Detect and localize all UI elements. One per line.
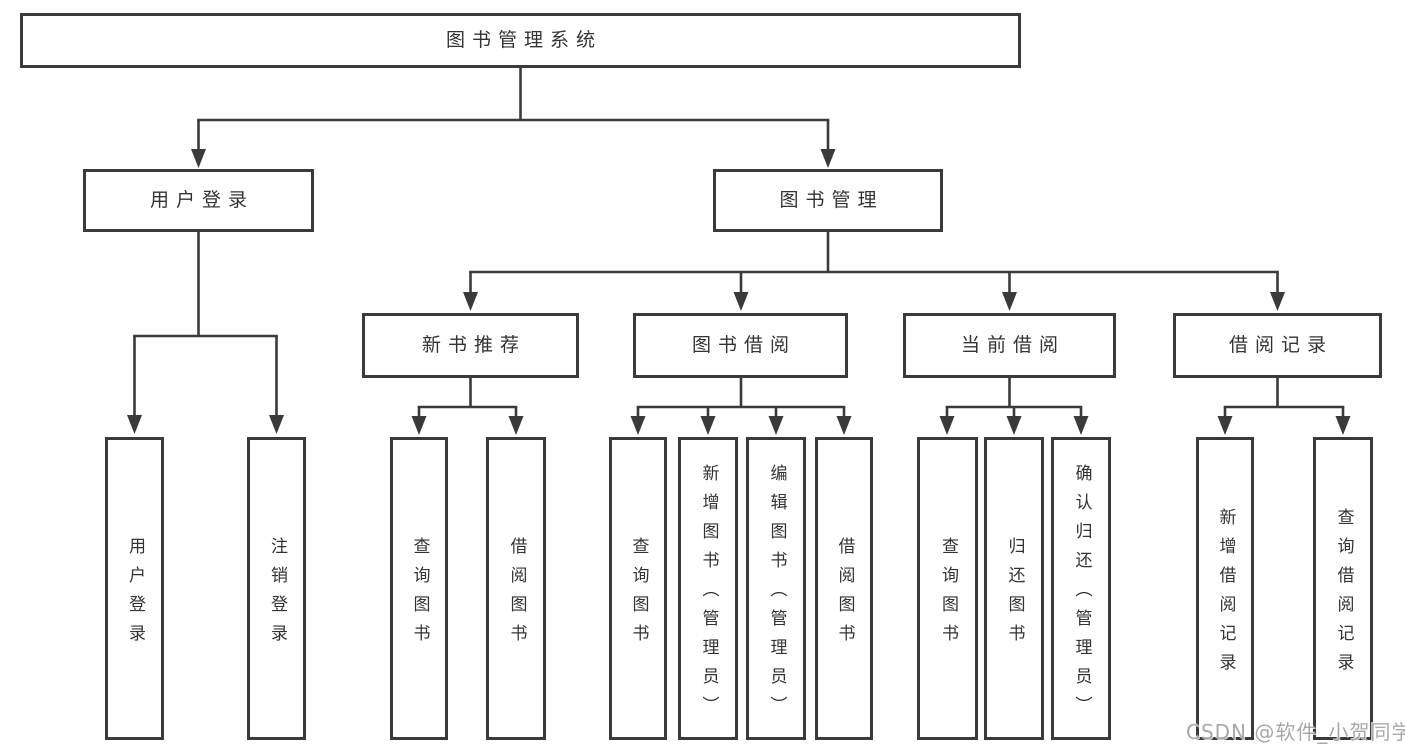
leaf-confirm-return-admin: 确认归还（管理员） bbox=[1051, 437, 1111, 740]
leaf-user-login: 用户登录 bbox=[105, 437, 164, 740]
leaf-query-books-recommend: 查询图书 bbox=[390, 437, 448, 740]
node-book-borrowing: 图书借阅 bbox=[633, 313, 848, 378]
watermark: CSDN @软件_小贺同学 bbox=[1186, 720, 1405, 744]
leaf-return-books: 归还图书 bbox=[984, 437, 1044, 740]
node-library-system: 图书管理系统 bbox=[20, 13, 1021, 68]
leaf-add-borrow-record: 新增借阅记录 bbox=[1196, 437, 1254, 740]
node-book-management: 图书管理 bbox=[713, 169, 943, 232]
node-borrow-records: 借阅记录 bbox=[1173, 313, 1382, 378]
node-user-login: 用户登录 bbox=[83, 169, 314, 232]
leaf-borrow-books-borrowing: 借阅图书 bbox=[815, 437, 873, 740]
leaf-edit-book-admin: 编辑图书（管理员） bbox=[746, 437, 806, 740]
node-new-book-recommend: 新书推荐 bbox=[362, 313, 579, 378]
leaf-borrow-books-recommend: 借阅图书 bbox=[486, 437, 546, 740]
leaf-query-books-current: 查询图书 bbox=[917, 437, 978, 740]
leaf-logout: 注销登录 bbox=[247, 437, 306, 740]
leaf-query-books-borrowing: 查询图书 bbox=[609, 437, 667, 740]
node-current-borrowing: 当前借阅 bbox=[903, 313, 1116, 378]
leaf-add-book-admin: 新增图书（管理员） bbox=[678, 437, 738, 740]
leaf-query-borrow-record: 查询借阅记录 bbox=[1313, 437, 1373, 740]
